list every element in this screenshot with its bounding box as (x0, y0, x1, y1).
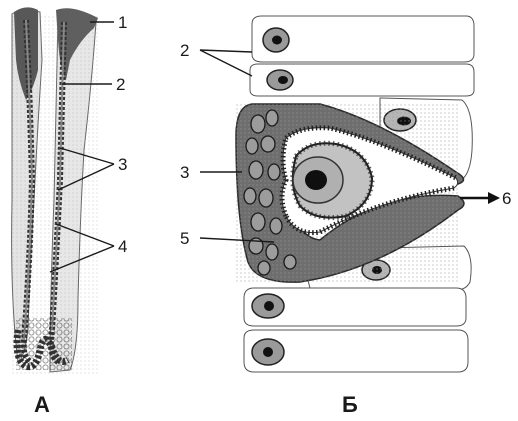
label-b-6: 6 (502, 189, 511, 208)
label-a-4: 4 (118, 237, 127, 256)
label-b-5: 5 (180, 229, 189, 248)
label-a-2: 2 (116, 75, 125, 94)
arrow-6 (460, 192, 500, 204)
label-a-3: 3 (118, 155, 127, 174)
panel-a-gland (12, 7, 98, 374)
label-a-1: 1 (118, 13, 127, 32)
panel-b-letter: Б (342, 392, 358, 417)
parietal-cell (236, 104, 464, 284)
label-b-2: 2 (180, 41, 189, 60)
label-b-3: 3 (180, 163, 189, 182)
panel-a-letter: А (34, 392, 50, 417)
